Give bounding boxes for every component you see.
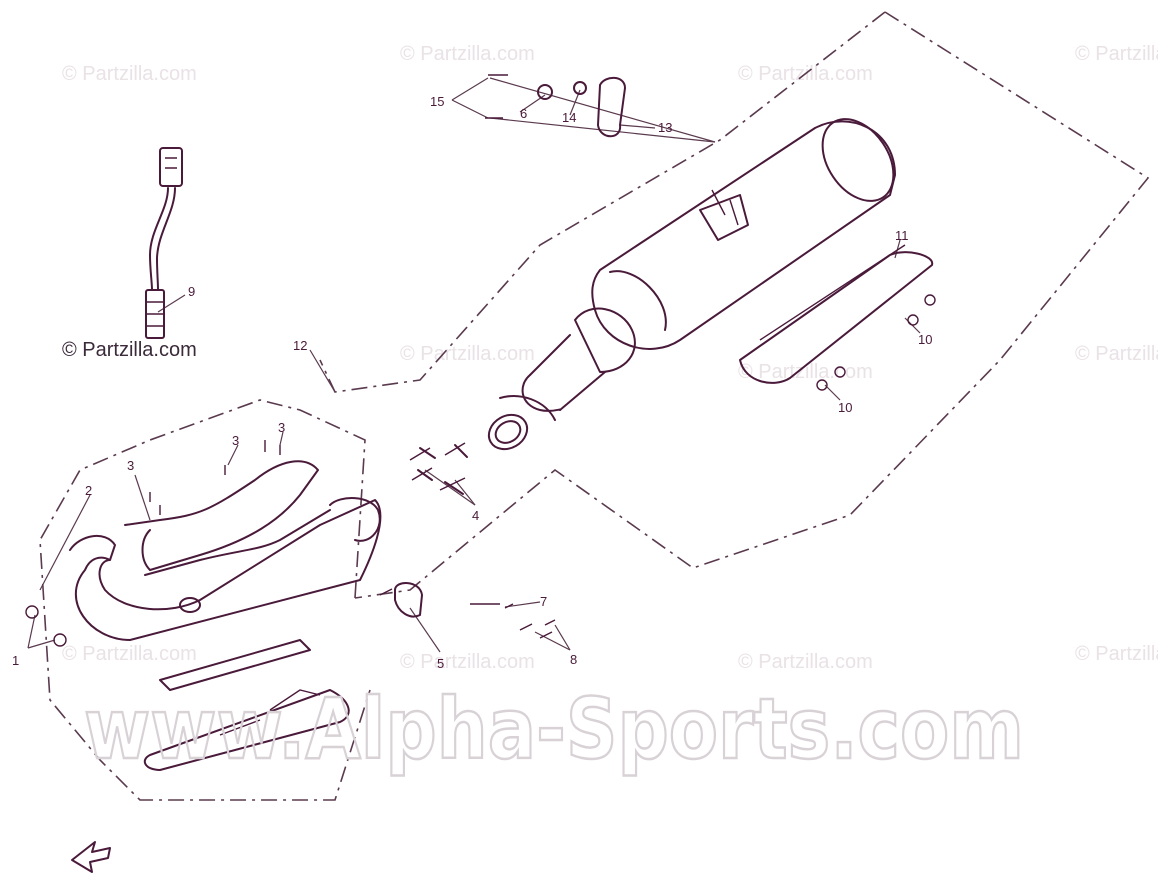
watermark: © Partzilla.com: [62, 643, 197, 665]
heat-shield: [739, 244, 936, 391]
callout-14: 14: [562, 110, 576, 125]
callout-4: 4: [472, 508, 479, 523]
watermark: © Partzilla.com: [400, 43, 535, 65]
alpha-sports-watermark: www.Alpha-Sports.com: [84, 680, 1024, 778]
callout-9: 9: [188, 284, 195, 299]
leader-lines: [27, 77, 921, 653]
muffler: [521, 118, 896, 412]
front-direction-arrow: [71, 841, 111, 873]
callout-15: 15: [430, 94, 444, 109]
callout-10: 10: [838, 400, 852, 415]
callout-labels: 1 2 3 3 3 4 5 6 7 8 9 10 10 11 12 13 14 …: [12, 94, 932, 671]
watermark: © Partzilla.com: [400, 343, 535, 365]
watermark-dark: © Partzilla.com: [62, 339, 197, 361]
callout-3: 3: [278, 420, 285, 435]
callout-2: 2: [85, 483, 92, 498]
callout-1: 1: [12, 653, 19, 668]
watermark: © Partzilla.com: [1075, 643, 1158, 665]
watermark: © Partzilla.com: [738, 651, 873, 673]
oxygen-sensor: [145, 147, 183, 339]
exhaust-headers: [69, 460, 382, 771]
callout-3: 3: [127, 458, 134, 473]
callout-6: 6: [520, 106, 527, 121]
header-assembly-outline: [39, 399, 371, 801]
watermark: © Partzilla.com: [62, 63, 197, 85]
exhaust-gasket-clamp: [409, 395, 556, 495]
hardware: [25, 74, 626, 647]
muffler-assembly-outline: [354, 11, 1150, 599]
watermark: © Partzilla.com: [400, 651, 535, 673]
callout-7: 7: [540, 594, 547, 609]
callout-3: 3: [232, 433, 239, 448]
partzilla-watermarks: © Partzilla.com © Partzilla.com © Partzi…: [62, 43, 1158, 673]
callout-10: 10: [918, 332, 932, 347]
callout-13: 13: [658, 120, 672, 135]
callout-8: 8: [570, 652, 577, 667]
watermark: © Partzilla.com: [1075, 43, 1158, 65]
watermark: © Partzilla.com: [1075, 343, 1158, 365]
callout-12: 12: [293, 338, 307, 353]
callout-5: 5: [437, 656, 444, 671]
callout-11: 11: [895, 228, 909, 243]
